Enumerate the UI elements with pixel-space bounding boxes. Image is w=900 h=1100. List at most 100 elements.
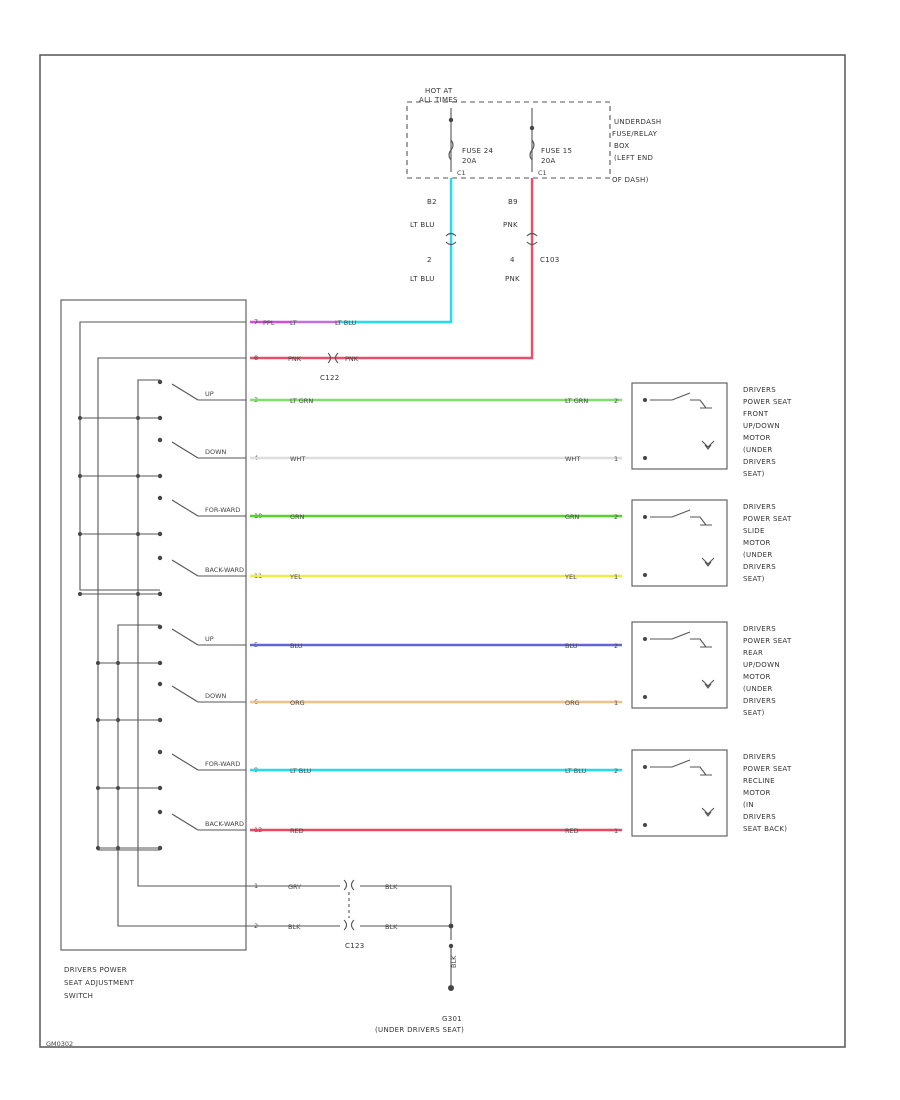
motor-switch-icon <box>650 631 712 648</box>
contact-dot <box>157 495 163 501</box>
c122-connector-icon <box>327 352 339 364</box>
wire-color-left: GRN <box>290 513 305 521</box>
c123-label: C123 <box>345 942 364 950</box>
wire-color-right: BLU <box>565 642 578 650</box>
position-label: DOWN <box>205 448 227 456</box>
position-label: BACK-WARD <box>205 820 244 828</box>
ground-junction-dot <box>448 923 454 929</box>
switch-name-2: SEAT ADJUSTMENT <box>64 979 135 987</box>
motor-pin: 1 <box>614 455 618 463</box>
power-row-1-w3: LT BLU <box>335 319 357 327</box>
motor-contact-dot <box>643 515 647 519</box>
motor-label-line: DRIVERS <box>743 697 776 705</box>
feed-right-color1: PNK <box>503 221 518 229</box>
fuse-b-top-dot <box>529 125 535 131</box>
motor-pin: 1 <box>614 573 618 581</box>
motor-label-line: (UNDER <box>743 551 773 559</box>
fuse-a-top-dot <box>448 117 454 123</box>
contact-dot <box>157 809 163 815</box>
switch-row: BACK-WARD11YELYEL1 <box>78 555 622 597</box>
motor-label-line: DRIVERS <box>743 458 776 466</box>
switch-blade-icon <box>171 383 199 401</box>
wire-color-right: YEL <box>564 573 577 581</box>
motor-ground-icon <box>701 557 715 567</box>
switch-row: FOR-WARD10GRNGRN2 <box>78 495 622 537</box>
switch-name-3: SWITCH <box>64 992 93 1000</box>
switch-row: UP5BLUBLU2 <box>96 624 622 666</box>
feed-left-color1: LT BLU <box>410 221 435 229</box>
motor-label-line: SEAT) <box>743 575 765 583</box>
footer-code: GM0302 <box>46 1040 73 1048</box>
wire-color-left: LT BLU <box>290 767 312 775</box>
position-label: FOR-WARD <box>205 760 240 768</box>
fuse-box-name-3: BOX <box>614 142 629 150</box>
motor-label-line: MOTOR <box>743 789 771 797</box>
wire-color-right: RED <box>565 827 579 835</box>
position-label: BACK-WARD <box>205 566 244 574</box>
ground-row-1-w1: GRY <box>288 883 301 891</box>
wire-color-right: GRN <box>565 513 580 521</box>
wire-color-left: YEL <box>289 573 302 581</box>
contact-dot <box>157 749 163 755</box>
motor-label-line: MOTOR <box>743 673 771 681</box>
all-times-label: ALL TIMES <box>419 96 458 104</box>
ground-row-1-w2: BLK <box>385 883 398 891</box>
switch-blade-icon <box>171 813 199 831</box>
motor-ground-icon <box>701 679 715 689</box>
power-row-1-w2: LT <box>290 319 297 327</box>
switch-blade-icon <box>171 685 199 703</box>
fuse-b-pin: C1 <box>538 169 547 177</box>
motor-pin: 2 <box>614 513 618 521</box>
motor-label-line: MOTOR <box>743 539 771 547</box>
motor-label-line: POWER SEAT <box>743 515 792 523</box>
motor-contact-dot <box>643 823 647 827</box>
ground-name: G301 <box>442 1015 462 1023</box>
fuse-a-amps: 20A <box>462 157 477 165</box>
motor-switch-icon <box>650 509 712 526</box>
power-row-1-pin: 7 <box>254 318 258 326</box>
position-label: UP <box>205 635 214 643</box>
feed-right-connector-icon <box>526 232 538 237</box>
motor-label-line: SEAT) <box>743 709 765 717</box>
motor-pin: 2 <box>614 767 618 775</box>
wire-color-right: WHT <box>565 455 580 463</box>
hot-at-label: HOT AT <box>425 87 453 95</box>
motor-switch-icon <box>650 759 712 776</box>
motor-label-line: SEAT) <box>743 470 765 478</box>
motor-label-line: UP/DOWN <box>743 422 780 430</box>
motor-pin: 1 <box>614 827 618 835</box>
ground-row-2-w1: BLK <box>288 923 301 931</box>
motor-outline <box>631 621 728 709</box>
feed-left-conn-pin: 2 <box>427 256 432 264</box>
motor-ground-icon <box>701 440 715 450</box>
wire-color-left: LT GRN <box>290 397 313 405</box>
feed-right-pin: B9 <box>508 198 518 206</box>
motor-label-line: POWER SEAT <box>743 637 792 645</box>
ground-row-2-w2: BLK <box>385 923 398 931</box>
motor-label-line: DRIVERS <box>743 753 776 761</box>
motor-label-line: MOTOR <box>743 434 771 442</box>
motor-label-line: DRIVERS <box>743 813 776 821</box>
feed-wires: B2 LT BLU 2 LT BLU B9 PNK 4 C103 PNK <box>250 178 559 360</box>
motor-label-line: UP/DOWN <box>743 661 780 669</box>
fuse-box-name-2: FUSE/RELAY <box>612 130 658 138</box>
motor-label-line: (IN <box>743 801 754 809</box>
wire-color-right: LT BLU <box>565 767 587 775</box>
motor-outline <box>631 382 728 470</box>
c123-connector-icon <box>343 879 355 931</box>
feed-left-color2: LT BLU <box>410 275 435 283</box>
wire-color-left: BLU <box>290 642 303 650</box>
contact-dot <box>157 437 163 443</box>
fuse-a-name: FUSE 24 <box>462 147 493 155</box>
switch-blade-icon <box>171 559 199 577</box>
fuse-b-symbol-icon <box>529 139 535 161</box>
ground-symbol-icon <box>448 985 454 991</box>
feed-right-color2: PNK <box>505 275 520 283</box>
fuse-box-name-1: UNDERDASH <box>614 118 662 126</box>
motor-label-line: POWER SEAT <box>743 398 792 406</box>
